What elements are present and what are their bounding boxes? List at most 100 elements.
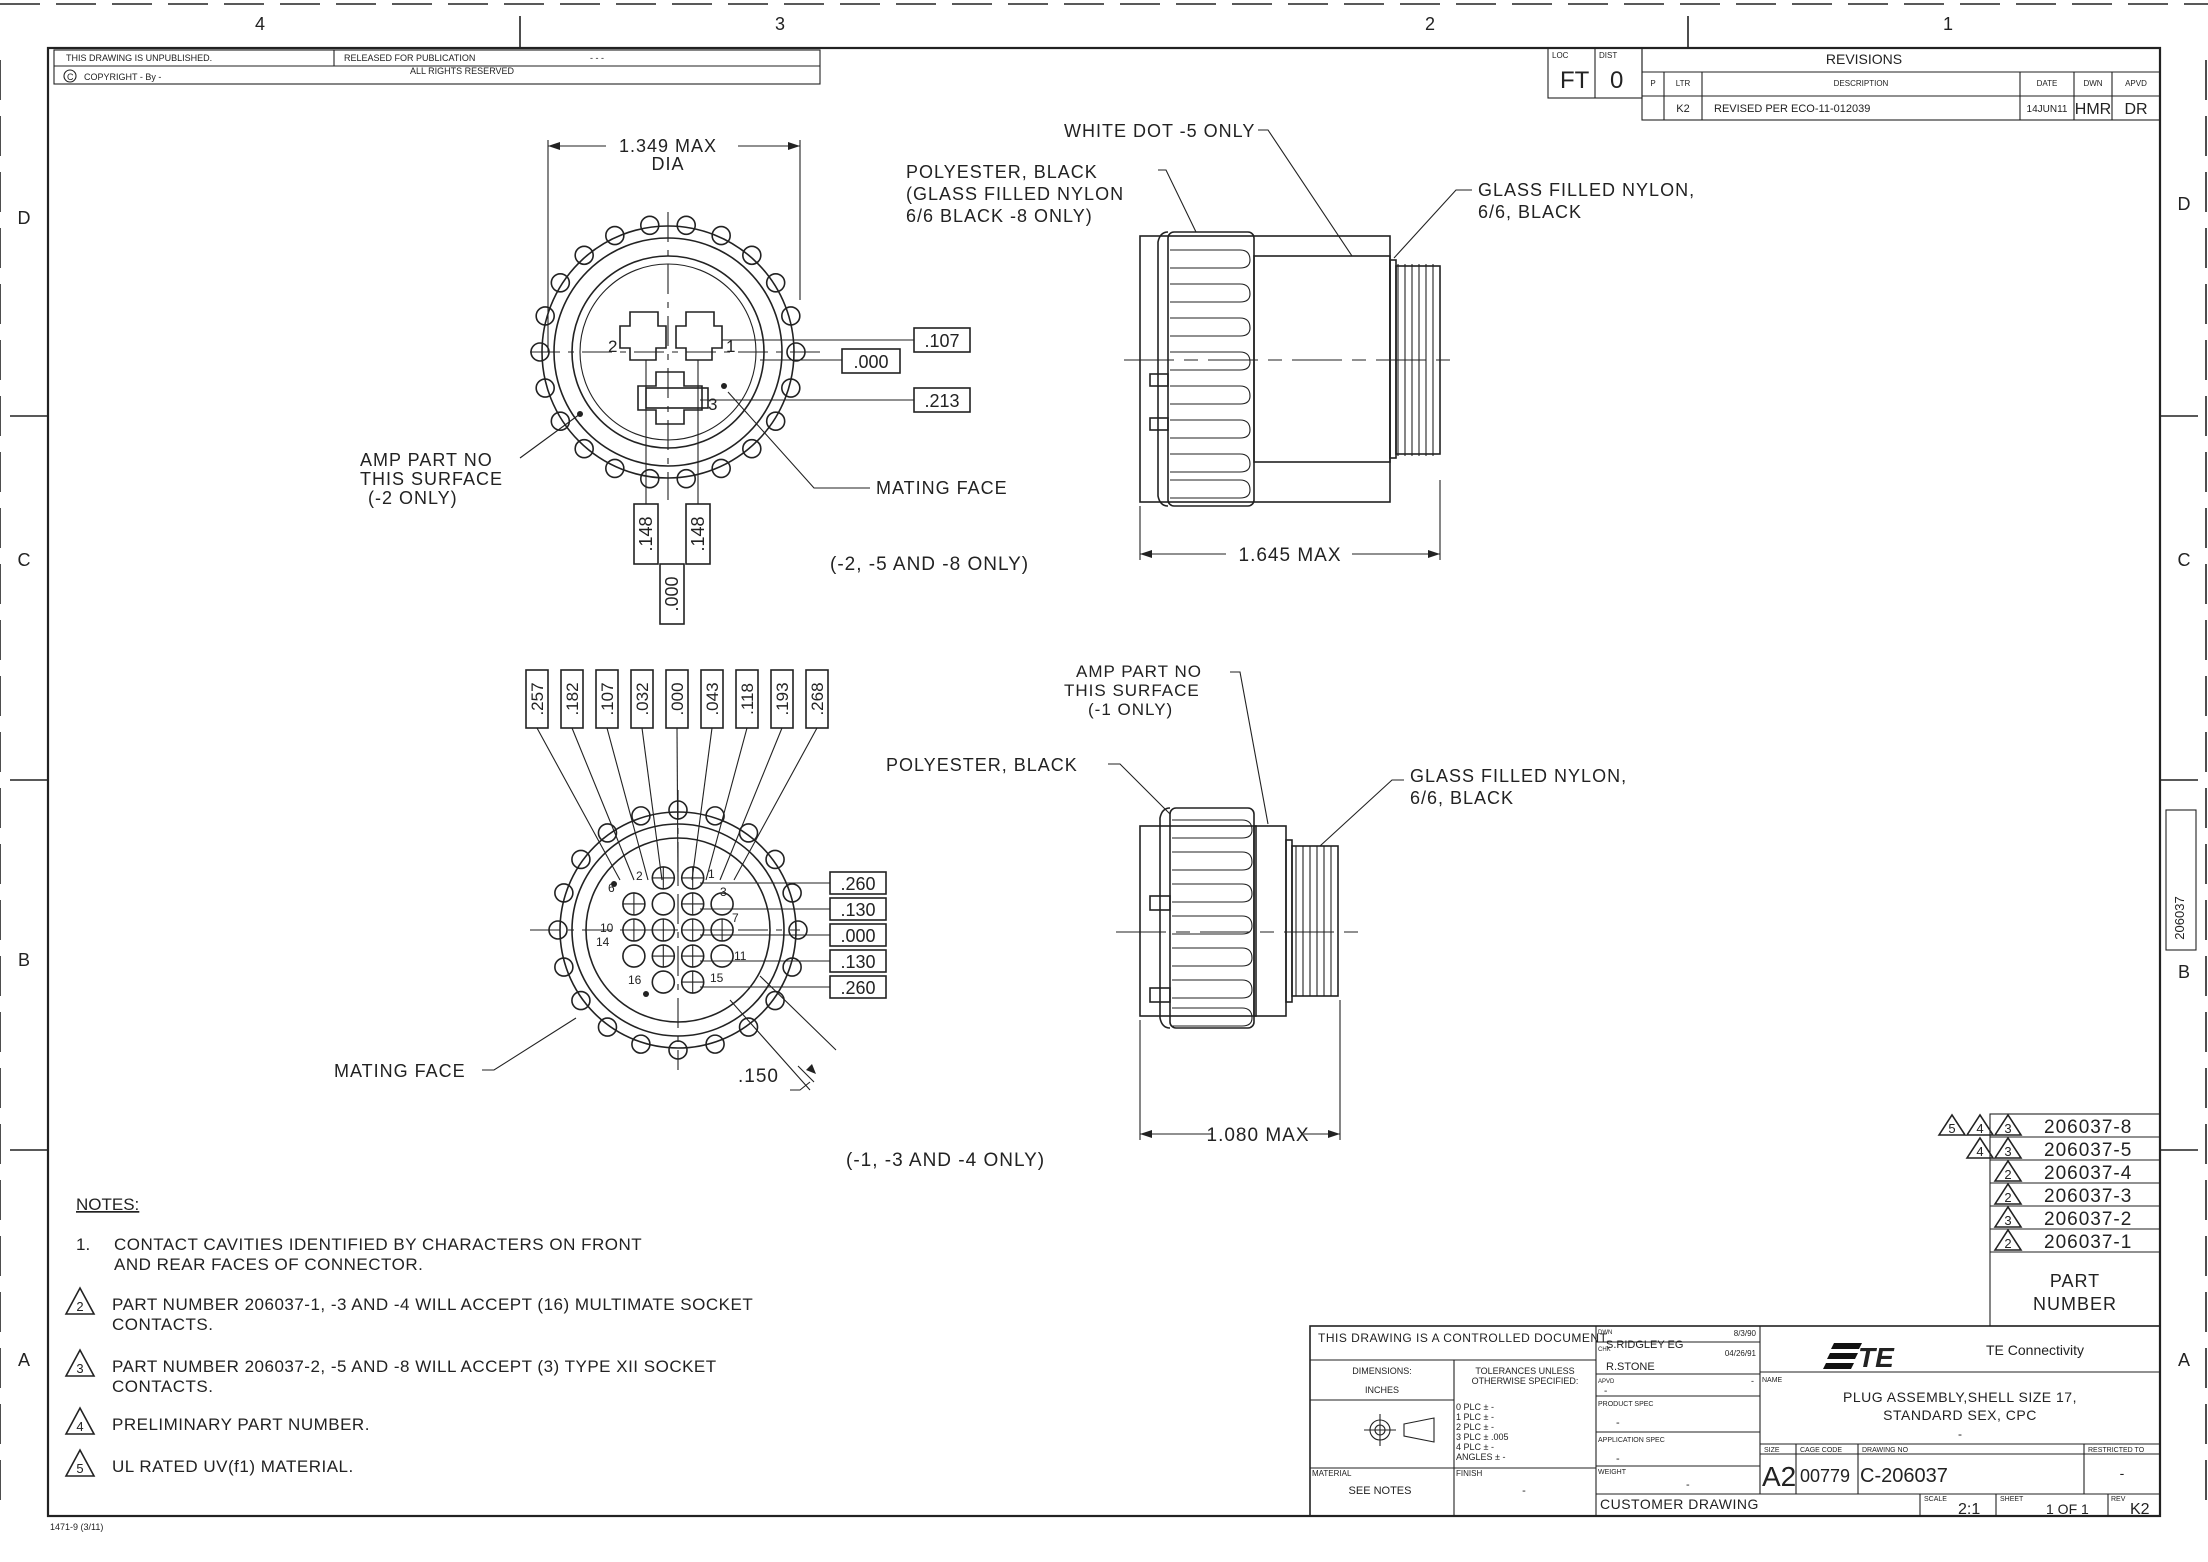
revision-flag-number: 2 [2004,1190,2011,1205]
bottom-poly-note: POLYESTER, BLACK [886,755,1078,775]
knurl-bump [781,306,801,326]
product-spec-label: PRODUCT SPEC [1598,1401,1654,1408]
tolerance-row-0: 0 PLC ± - [1456,1402,1494,1412]
top-dim-148-right: .148 [688,516,708,551]
loc-value: FT [1560,67,1590,94]
knurl-bump [782,883,802,903]
revision-flag [1993,1136,2023,1159]
note-5-flag: 5 [76,1461,83,1476]
part-number-2: 206037-4 [2044,1163,2132,1184]
dim-leader [691,727,713,881]
top-cavity-1: 1 [726,337,735,356]
bottom-top-dim-4: .000 [668,682,687,715]
knurl-bump [550,411,571,432]
knurl-bump [631,1034,651,1054]
cage-code-label: CAGE CODE [1800,1447,1842,1454]
part-name-1: PLUG ASSEMBLY,SHELL SIZE 17, [1843,1389,2077,1405]
application-spec-label: APPLICATION SPEC [1598,1437,1665,1444]
contact-cavity [622,944,646,968]
grip-rib [1172,979,1253,999]
scale-label: SCALE [1924,1496,1947,1503]
apvd-value: - [1604,1386,1607,1397]
chk-name: R.STONE [1606,1361,1655,1373]
knurl-bump [571,849,591,870]
knurl-bump [782,957,802,977]
grip-rib [1172,819,1253,839]
dwn-name: S.RIDGLEY EG [1606,1339,1683,1351]
zone-right-b: B [2178,962,2190,982]
knurl-bump [639,468,660,489]
rev-row-date: 14JUN11 [2027,104,2068,115]
top-poly-note-3: 6/6 BLACK -8 ONLY) [906,206,1093,226]
chk-date: 04/26/91 [1725,1349,1757,1358]
top-front-view: 2 1 3 1.349 MAX DIA .107 .000 .213 .148 … [360,136,1028,625]
knurl-bump [738,1017,759,1037]
material-label: MATERIAL [1312,1469,1352,1478]
weight-label: WEIGHT [1598,1469,1627,1476]
grip-rib [1172,851,1253,871]
bottom-cavity-label-7: 7 [732,911,739,925]
knurl-bump [554,957,574,977]
knurl-bump [535,306,555,326]
knurl-bump [742,245,762,266]
top-gfn-note-1: GLASS FILLED NYLON, [1478,180,1695,200]
top-dim-000-right: .000 [853,352,888,372]
zone-right-d: D [2178,194,2191,214]
knurl-bump [639,215,660,236]
top-dim-148-left: .148 [636,516,656,551]
drawing-number-label: DRAWING NO [1862,1447,1909,1454]
note-3-line-a: PART NUMBER 206037-2, -5 AND -8 WILL ACC… [112,1357,717,1376]
notes-heading: NOTES: [76,1195,139,1214]
title-block: THIS DRAWING IS A CONTROLLED DOCUMENT. D… [1309,1325,2161,1518]
rev-header-description: DESCRIPTION [1834,79,1889,88]
zone-right-c: C [2178,550,2191,570]
knurl-bump [597,1017,618,1037]
bottom-side-dim-length: 1.080 MAX [1207,1125,1310,1146]
revision-flag [1965,1113,1995,1136]
note-3-flag: 3 [76,1361,83,1376]
revision-flag [1965,1136,1995,1159]
sheet-border: 4 3 2 1 D C B A D C B A [0,3,2208,1518]
bottom-cavity-label-15: 15 [710,971,724,985]
revision-flag [1937,1113,1967,1136]
rev-header-ltr: LTR [1676,79,1691,88]
dwn-date: 8/3/90 [1734,1329,1757,1338]
top-amp-note-3: (-2 ONLY) [368,488,458,508]
top-poly-note-2: (GLASS FILLED NYLON [906,184,1124,204]
tolerance-row-4: 4 PLC ± - [1456,1442,1494,1452]
knurl-bump [571,990,591,1011]
bottom-top-dim-3: .032 [633,682,652,715]
bottom-front-view: .257.182.107.032.000.043.118.193.268 .26… [334,669,1045,1171]
note-1-line-a: CONTACT CAVITIES IDENTIFIED BY CHARACTER… [114,1235,642,1254]
chk-label: CHK [1598,1347,1611,1353]
revision-flag-number: 5 [1948,1121,1955,1136]
rev-header-date: DATE [2037,79,2058,88]
bottom-view-caption: (-1, -3 AND -4 ONLY) [846,1150,1045,1171]
top-side-dim-length: 1.645 MAX [1239,545,1342,566]
white-dot-note: WHITE DOT -5 ONLY [1064,121,1255,141]
bottom-top-dim-8: .268 [808,682,827,715]
te-logo: TE [1823,1342,1895,1373]
material-value: SEE NOTES [1349,1485,1412,1497]
dimensions-units: INCHES [1365,1385,1399,1395]
bottom-mating-face: MATING FACE [334,1061,466,1081]
top-mating-face: MATING FACE [876,478,1008,498]
apvd-label: APVD [1598,1379,1615,1385]
bottom-gfn-note-1: GLASS FILLED NYLON, [1410,766,1627,786]
knurl-bump [765,411,786,432]
knurl-bump [742,438,762,459]
bottom-cavity-label-6: 6 [608,881,615,895]
top-cavity-3: 3 [708,395,717,414]
note-2-line-b: CONTACTS. [112,1315,213,1334]
revision-flag-number: 3 [2004,1213,2011,1228]
publication-block: THIS DRAWING IS UNPUBLISHED. RELEASED FO… [53,49,821,85]
restricted-value: - [2120,1465,2125,1481]
zone-top-2: 2 [1425,14,1435,34]
dim-leader [733,727,818,881]
product-spec-value: - [1616,1417,1620,1429]
apvd-dash: - [1751,1376,1754,1386]
revisions-title: REVISIONS [1826,51,1902,67]
tolerances-line-1: TOLERANCES UNLESS [1475,1366,1574,1376]
knurl-bump [676,215,697,236]
